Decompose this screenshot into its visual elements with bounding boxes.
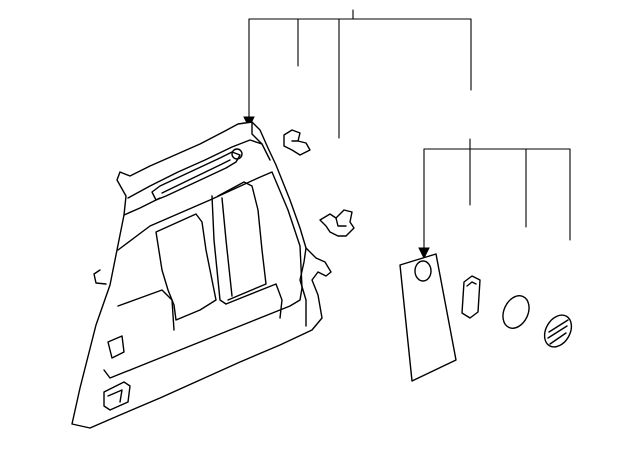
slotted-cap [543, 314, 573, 348]
lower-pocket-inner [107, 389, 123, 403]
cover-panel-hole [414, 260, 432, 282]
window-opening [155, 213, 217, 321]
grommet-body [461, 275, 481, 319]
panel-right-edge [299, 247, 307, 327]
side-tab [93, 269, 107, 285]
rear-window [217, 181, 267, 301]
handle-clip-hole [231, 148, 243, 160]
cap-slot-line [547, 325, 568, 339]
pillar-line [211, 195, 227, 305]
leader-arrowhead [418, 247, 430, 260]
round-plug [502, 295, 530, 329]
vent-slot [107, 335, 125, 359]
plug-body [502, 295, 530, 329]
quarter-trim-panel [71, 121, 332, 429]
handle-inner [161, 159, 231, 194]
panel-upper-rail-lower [123, 197, 161, 216]
lower-clip-edge [335, 217, 347, 227]
panel-top-edge [251, 121, 271, 161]
cap-slot-line [549, 332, 567, 345]
lower-pocket [103, 381, 131, 411]
cap-slot-line [548, 319, 569, 333]
cover-panel-body [399, 253, 457, 382]
rear-window-edge [221, 197, 233, 297]
upper-clip-body [283, 129, 311, 156]
right-callout-group [418, 138, 571, 260]
upper-clip [283, 129, 311, 156]
panel-outline [71, 121, 332, 429]
storage-bin-top [117, 289, 175, 331]
storage-bin-right [225, 283, 283, 319]
panel-upper-rail [127, 139, 263, 199]
cover-panel [399, 253, 457, 382]
grommet-rim [466, 281, 477, 287]
oval-grommet [461, 275, 481, 319]
upper-callout-group [243, 9, 472, 139]
lower-clip [319, 209, 355, 237]
